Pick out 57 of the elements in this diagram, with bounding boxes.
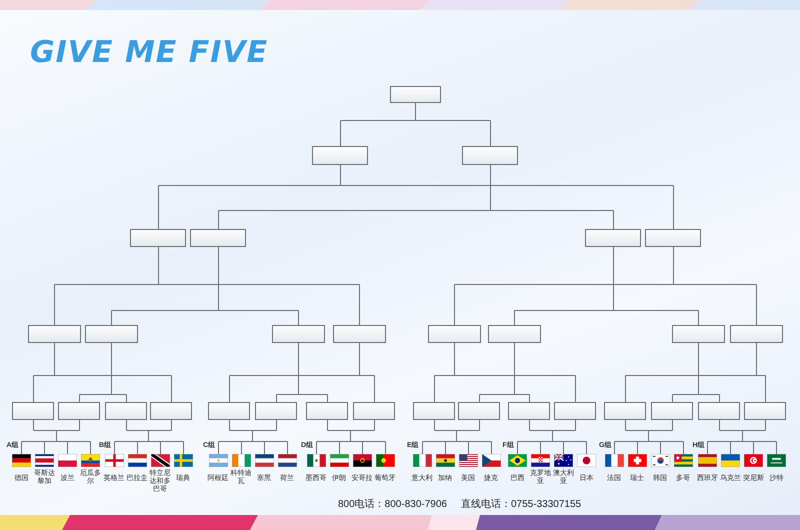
- answer-box: [130, 229, 186, 247]
- answer-box: [190, 229, 246, 247]
- answer-box: [744, 402, 786, 420]
- answer-box: [698, 402, 740, 420]
- bracket-line: [672, 342, 720, 402]
- answer-box: [413, 402, 455, 420]
- bracket-line: [434, 342, 576, 402]
- answer-box: [488, 325, 541, 343]
- answer-box: [208, 402, 250, 420]
- answer-box: [105, 402, 147, 420]
- bracket-line: [614, 420, 684, 454]
- bracket-line: [517, 420, 587, 454]
- bracket-line: [229, 342, 375, 402]
- bracket-line: [33, 342, 172, 402]
- answer-box: [58, 402, 100, 420]
- bracket-line: [111, 246, 299, 326]
- answer-box: [730, 325, 783, 343]
- bracket-line: [514, 246, 699, 326]
- answer-box: [428, 325, 481, 343]
- bracket-line: [218, 164, 614, 230]
- answer-box: [390, 86, 441, 103]
- bracket-line: [707, 420, 777, 454]
- answer-box: [353, 402, 395, 420]
- answer-box: [645, 229, 701, 247]
- bracket-line: [218, 420, 288, 454]
- answer-box: [12, 402, 54, 420]
- answer-box: [462, 146, 518, 165]
- bracket-line: [316, 420, 386, 454]
- answer-box: [458, 402, 500, 420]
- bracket-line: [114, 420, 184, 454]
- answer-box: [28, 325, 81, 343]
- answer-box: [306, 402, 348, 420]
- answer-box: [255, 402, 297, 420]
- bracket-line: [158, 164, 674, 230]
- answer-box: [333, 325, 386, 343]
- bracket-line: [79, 342, 127, 402]
- phone-number: 直线电话：0755-33307155: [461, 499, 582, 511]
- answer-box: [554, 402, 596, 420]
- bracket-line: [21, 420, 91, 454]
- bracket-line: [479, 342, 530, 402]
- answer-box: [672, 325, 725, 343]
- bracket-line: [625, 342, 766, 402]
- phone-number: 800电话：800-830-7906: [338, 499, 447, 511]
- answer-box: [272, 325, 325, 343]
- answer-box: [85, 325, 138, 343]
- answer-box: [604, 402, 646, 420]
- answer-box: [651, 402, 693, 420]
- bracket-line: [422, 420, 492, 454]
- bracket-line: [276, 342, 328, 402]
- bracket-line: [454, 246, 757, 326]
- answer-box: [150, 402, 192, 420]
- answer-box: [585, 229, 641, 247]
- page-title: GIVE ME FIVE: [30, 36, 268, 70]
- bracket-line: [340, 102, 491, 146]
- bracket-line: [54, 246, 360, 326]
- answer-box: [312, 146, 368, 165]
- answer-box: [508, 402, 550, 420]
